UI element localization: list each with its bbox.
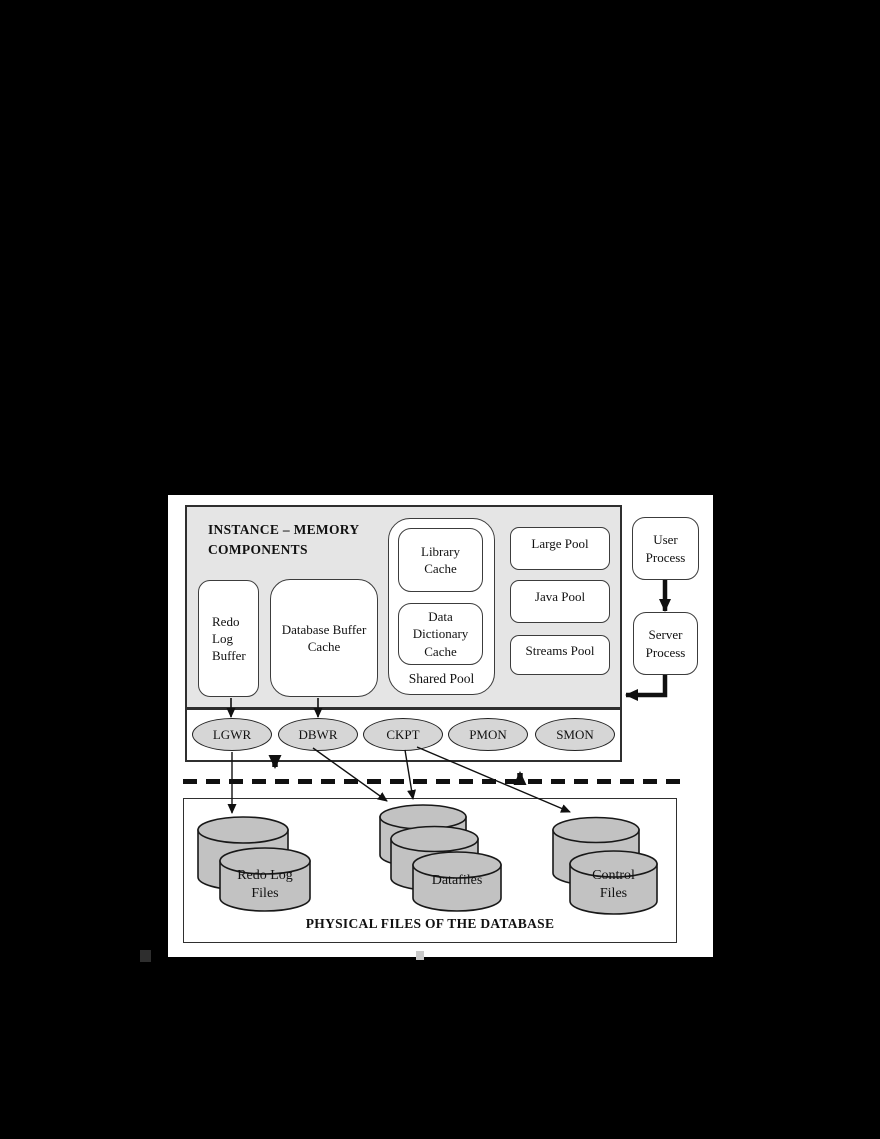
shared-pool-label: Shared Pool bbox=[408, 671, 475, 686]
smon-label: SMON bbox=[556, 726, 594, 742]
library-cache-node: Library Cache bbox=[398, 528, 483, 592]
scan-artifact-mark bbox=[416, 951, 424, 960]
database-buffer-cache-label: Database Buffer Cache bbox=[281, 621, 367, 654]
streams-pool-node: Streams Pool bbox=[510, 635, 610, 675]
ckpt-label: CKPT bbox=[386, 726, 420, 742]
data-dictionary-cache-node: Data Dictionary Cache bbox=[398, 603, 483, 665]
dbwr-label: DBWR bbox=[298, 726, 338, 742]
java-pool-node: Java Pool bbox=[510, 580, 610, 623]
large-pool-label: Large Pool bbox=[531, 535, 589, 551]
user-process-label: User Process bbox=[645, 532, 686, 565]
database-buffer-cache-node: Database Buffer Cache bbox=[270, 579, 378, 697]
redo-log-buffer-node: Redo Log Buffer bbox=[198, 580, 259, 697]
physical-files-title: PHYSICAL FILES OF THE DATABASE bbox=[305, 916, 555, 931]
arrow-server-process-to-instance bbox=[625, 675, 668, 701]
lgwr-label: LGWR bbox=[212, 726, 252, 742]
datafiles-label: Datafiles bbox=[431, 873, 483, 888]
diagram-canvas: INSTANCE – MEMORY COMPONENTS Redo Log Bu… bbox=[168, 495, 713, 957]
dbwr-process-ellipse: DBWR bbox=[278, 718, 358, 751]
server-process-node: Server Process bbox=[633, 612, 698, 675]
smon-process-ellipse: SMON bbox=[535, 718, 615, 751]
redo-log-buffer-label: Redo Log Buffer bbox=[212, 613, 246, 664]
java-pool-label: Java Pool bbox=[534, 588, 586, 604]
ckpt-process-ellipse: CKPT bbox=[363, 718, 443, 751]
library-cache-label: Library Cache bbox=[421, 543, 460, 576]
lgwr-process-ellipse: LGWR bbox=[192, 718, 272, 751]
pmon-label: PMON bbox=[469, 726, 507, 742]
control-files-label: Control Files bbox=[592, 868, 635, 902]
redo-log-files-label: Redo Log Files bbox=[237, 868, 293, 902]
large-pool-node: Large Pool bbox=[510, 527, 610, 570]
data-dictionary-cache-label: Data Dictionary Cache bbox=[412, 609, 469, 659]
instance-title: INSTANCE – MEMORY COMPONENTS bbox=[208, 522, 359, 557]
server-process-label: Server Process bbox=[645, 627, 686, 660]
user-process-node: User Process bbox=[632, 517, 699, 580]
scan-artifact-mark bbox=[140, 950, 151, 962]
memory-disk-separator-dashed-line bbox=[183, 779, 688, 784]
pmon-process-ellipse: PMON bbox=[448, 718, 528, 751]
streams-pool-label: Streams Pool bbox=[525, 643, 595, 659]
